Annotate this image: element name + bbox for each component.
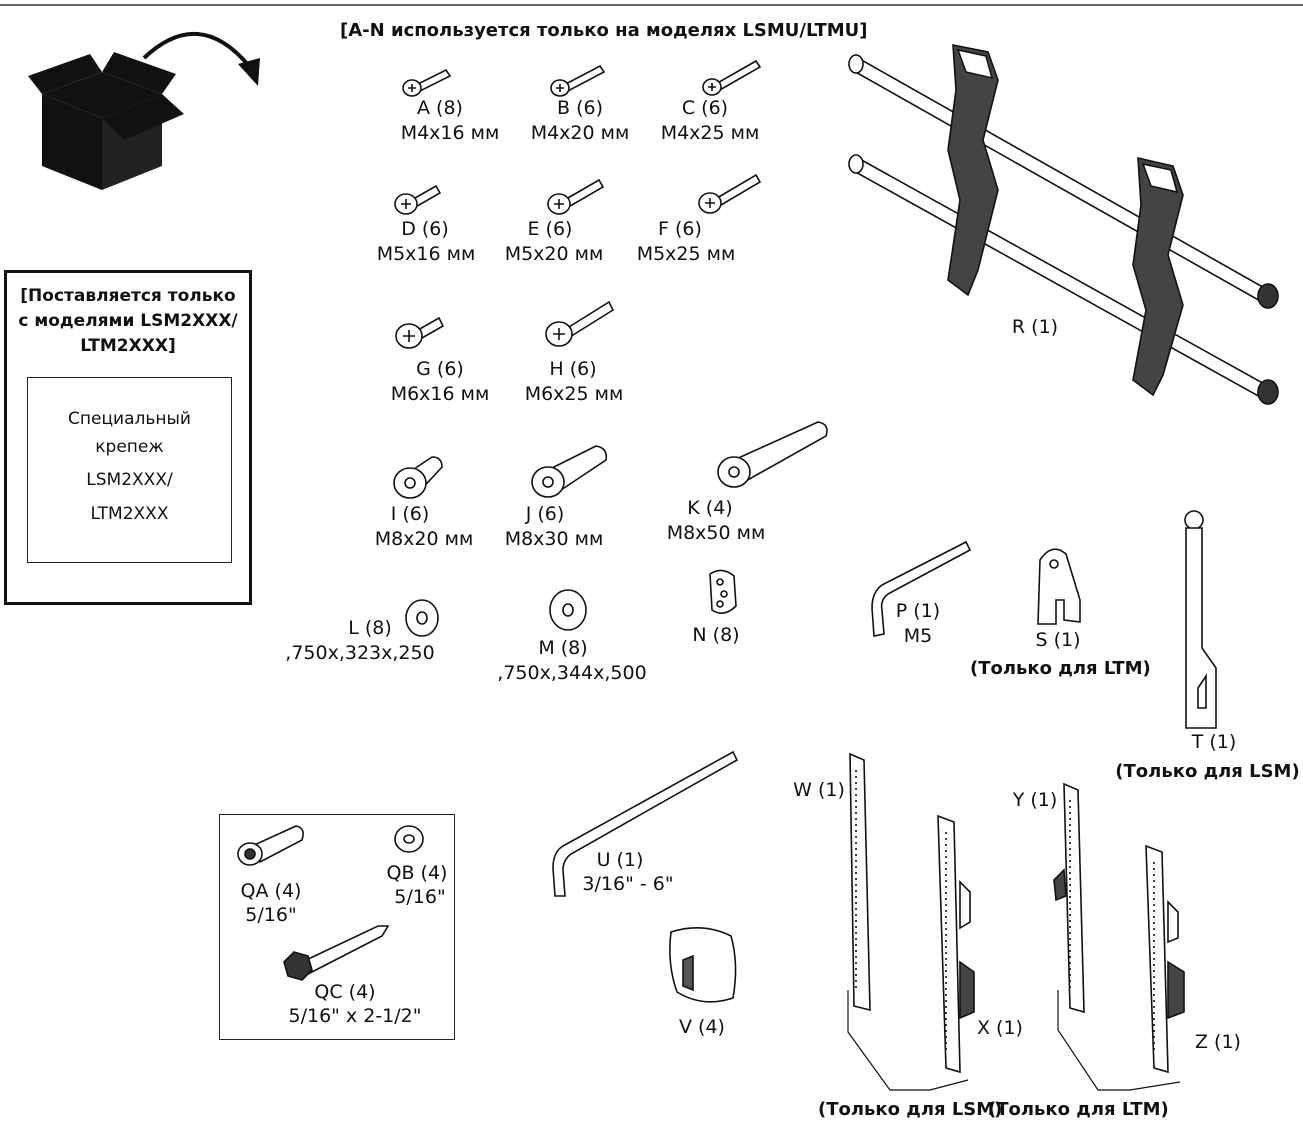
part-t-note: (Только для LSM)	[1115, 761, 1300, 782]
bolt-j-icon	[531, 445, 608, 498]
part-t-label: T (1)	[1191, 731, 1237, 753]
part-b-label: B (6)	[557, 97, 603, 119]
supply-box-title-1: [Поставляется только	[20, 286, 236, 306]
part-a-size: M4x16 мм	[400, 122, 500, 144]
hardware-q-box	[219, 814, 455, 1040]
screw-b-icon	[550, 64, 606, 97]
part-i-size: M8x20 мм	[374, 528, 474, 550]
part-c-size: M4x25 мм	[660, 122, 760, 144]
spacer-l-icon	[405, 599, 439, 637]
part-qb-size: 5/16"	[394, 886, 446, 908]
cap-v-icon	[669, 927, 737, 1003]
part-c-label: C (6)	[681, 97, 729, 119]
bolt-i-icon	[393, 456, 443, 499]
note-lsm: (Только для LSM)	[818, 1099, 1003, 1120]
part-y-label: Y (1)	[1012, 789, 1058, 811]
supply-inner-1: Специальный	[68, 409, 191, 429]
part-m-size: ,750x,344x,500	[497, 662, 647, 684]
supply-box	[4, 270, 252, 605]
part-m-label: M (8)	[538, 637, 588, 659]
part-s-note: (Только для LTM)	[970, 658, 1151, 679]
part-e-label: E (6)	[527, 218, 573, 240]
part-e-size: M5x20 мм	[504, 243, 604, 265]
part-a-label: A (8)	[417, 97, 463, 119]
part-b-size: M4x20 мм	[530, 122, 630, 144]
hex-key-u-icon	[552, 750, 739, 897]
washer-n-icon	[709, 569, 737, 614]
part-h-label: H (6)	[549, 358, 597, 380]
part-p-size: M5	[903, 625, 933, 647]
part-k-size: M8x50 мм	[666, 522, 766, 544]
bracket-z-icon	[1145, 844, 1185, 1074]
part-g-size: M6x16 мм	[390, 383, 490, 405]
screw-f-icon	[698, 173, 762, 214]
part-g-label: G (6)	[416, 358, 464, 380]
part-j-size: M8x30 мм	[504, 528, 604, 550]
part-k-label: K (4)	[687, 497, 733, 519]
spacer-m-icon	[549, 589, 587, 631]
supply-inner-box	[27, 377, 232, 563]
part-qc-size: 5/16" x 2-1/2"	[288, 1005, 422, 1027]
part-qa-label: QA (4)	[240, 880, 302, 902]
part-j-label: J (6)	[525, 503, 565, 525]
supply-box-title-2: с моделями LSM2XXX/	[18, 311, 238, 331]
hex-key-p-icon	[871, 540, 972, 637]
part-u-label: U (1)	[596, 849, 644, 871]
bracket-y-icon	[1053, 782, 1085, 1014]
part-i-label: I (6)	[390, 503, 430, 525]
part-r-label: R (1)	[1011, 316, 1059, 338]
part-n-label: N (8)	[692, 624, 740, 646]
bracket-x-icon	[937, 814, 975, 1074]
washer-qb-icon	[394, 825, 424, 853]
screw-a-icon	[402, 68, 452, 97]
supply-inner-3: LSM2XXX/	[86, 470, 173, 490]
part-f-label: F (6)	[658, 218, 702, 240]
supply-inner-4: LTM2XXX	[90, 504, 169, 524]
part-x-label: X (1)	[977, 1017, 1023, 1039]
part-f-size: M5x25 мм	[636, 243, 736, 265]
part-l-label: L (8)	[348, 617, 392, 639]
part-s-label: S (1)	[1035, 629, 1081, 651]
note-ltm: (Только для LTM)	[988, 1099, 1169, 1120]
part-p-label: P (1)	[895, 600, 941, 622]
part-d-size: M5x16 мм	[376, 243, 476, 265]
supply-inner-2: крепеж	[95, 437, 164, 457]
screw-c-icon	[702, 59, 762, 96]
part-h-size: M6x25 мм	[524, 383, 624, 405]
part-z-label: Z (1)	[1195, 1031, 1241, 1053]
bracket-s-icon	[1037, 548, 1081, 625]
header-note: [A-N используется только на моделях LSMU…	[340, 20, 868, 41]
screw-g-icon	[395, 316, 445, 349]
lag-bolt-qc-icon	[283, 925, 390, 981]
wall-plate-r-icon	[848, 44, 1279, 405]
screw-d-icon	[394, 184, 442, 215]
screw-e-icon	[547, 178, 605, 215]
part-d-label: D (6)	[401, 218, 449, 240]
bolt-k-icon	[717, 421, 828, 488]
screw-c	[700, 55, 770, 103]
part-qa-size: 5/16"	[245, 904, 297, 926]
part-v-label: V (4)	[679, 1016, 725, 1038]
top-rule	[0, 4, 1303, 6]
bracket-w-icon	[849, 752, 871, 1012]
hook-t-icon	[1184, 510, 1217, 729]
part-w-label: W (1)	[793, 779, 845, 801]
part-u-size: 3/16" - 6"	[582, 873, 674, 895]
screw-h-icon	[545, 300, 615, 347]
part-qb-label: QB (4)	[386, 862, 448, 884]
part-qc-label: QC (4)	[314, 981, 376, 1003]
supply-box-title-3: LTM2XXX]	[80, 336, 176, 356]
bracket-leader-lines	[847, 990, 1181, 1091]
anchor-qa-icon	[237, 825, 304, 866]
open-box-icon	[28, 32, 260, 190]
part-l-size: ,750x,323x,250	[285, 642, 435, 664]
